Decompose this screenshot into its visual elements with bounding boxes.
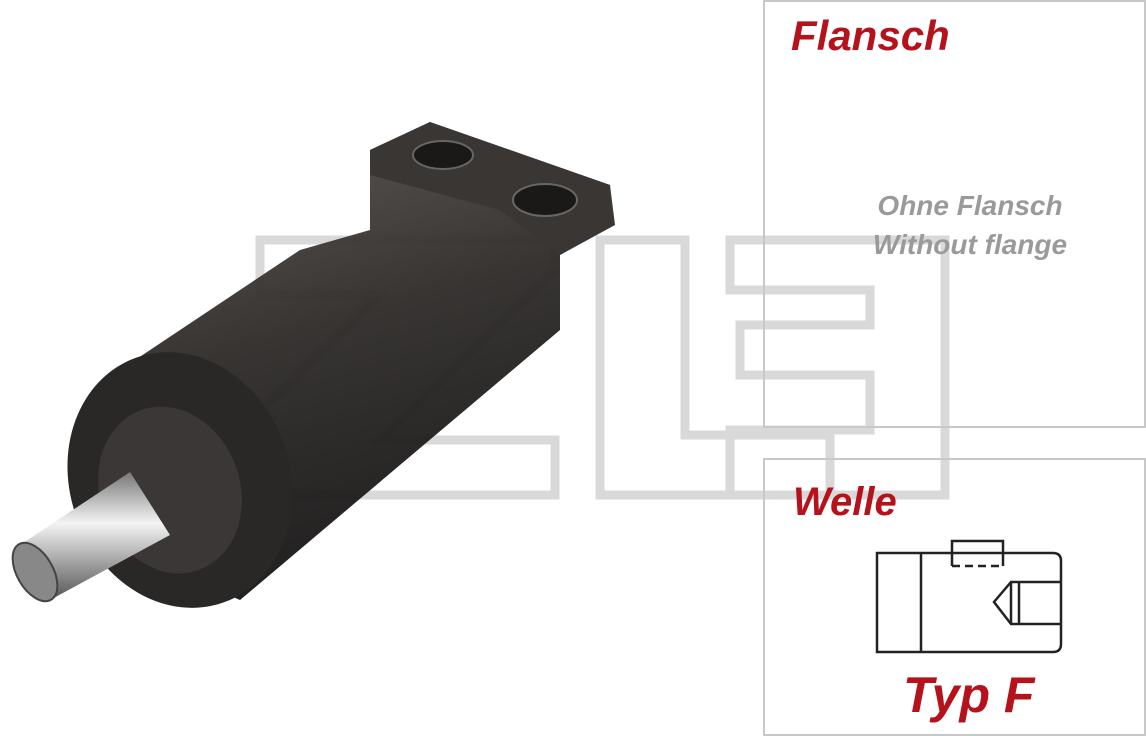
shaft-type-label: Typ F [903, 667, 1035, 723]
flange-description-en: Without flange [872, 229, 1068, 260]
flange-title: Flansch [791, 12, 950, 59]
flange-description: Ohne Flansch Without flange [825, 186, 1115, 264]
shaft-panel: Welle Typ F [763, 458, 1146, 736]
flange-description-de: Ohne Flansch [877, 190, 1063, 221]
hydraulic-motor-image [11, 122, 615, 608]
shaft-title: Welle [793, 480, 897, 524]
flange-panel: Flansch Ohne Flansch Without flange [763, 0, 1146, 428]
